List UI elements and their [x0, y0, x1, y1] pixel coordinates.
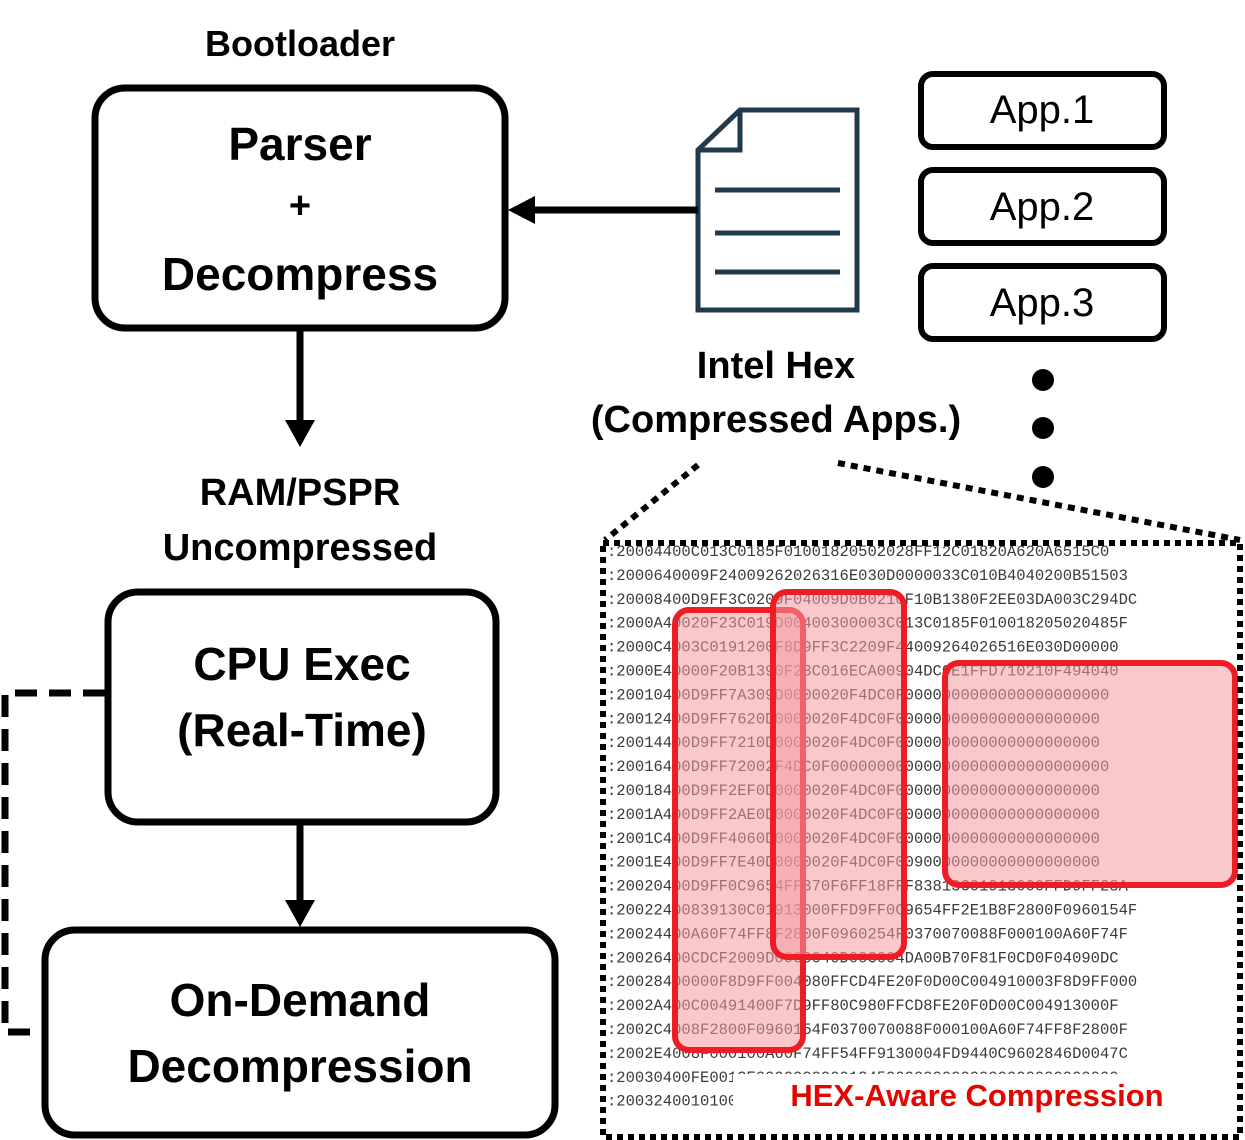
- arrow-to-on-demand-head: [285, 900, 315, 927]
- bootloader-title: Bootloader: [205, 23, 395, 64]
- decompress-label: Decompress: [162, 248, 438, 300]
- real-time-label: (Real-Time): [177, 704, 427, 756]
- cpu-exec-label: CPU Exec: [193, 638, 410, 690]
- ellipsis-dot: [1032, 417, 1054, 439]
- intel-hex-label: Intel Hex: [697, 345, 855, 387]
- app-label-2: App.2: [990, 185, 1095, 229]
- arrow-to-ram-head: [285, 420, 315, 447]
- parser-label: Parser: [228, 118, 371, 170]
- hex-record-line: :20004400C013C0185F01001820502028FF12C01…: [607, 543, 1109, 561]
- hex-dump-panel: :20004400C013C0185F01001820502028FF12C01…: [603, 543, 1240, 1137]
- document-icon: [695, 107, 860, 313]
- ellipsis-dot: [1032, 369, 1054, 391]
- hex-record-line: :2000640009F24009262026316E030D0000033C0…: [607, 567, 1128, 585]
- ram-label: RAM/PSPR: [200, 472, 401, 514]
- zoom-leader-right: [837, 460, 1241, 543]
- parser-decompress-box: [91, 84, 509, 332]
- hex-aware-compression-caption: HEX-Aware Compression: [790, 1078, 1163, 1113]
- app-label-3: App.3: [990, 281, 1095, 325]
- arrow-to-parser-head: [508, 196, 535, 224]
- caption-background: [733, 1074, 1223, 1120]
- highlight-zero-padding: [942, 660, 1238, 888]
- app-label-1: App.1: [990, 88, 1095, 132]
- plus-label: +: [289, 185, 311, 227]
- app-box-1: [918, 71, 1167, 150]
- highlight-record-column: [770, 589, 907, 960]
- ellipsis-dot: [1032, 466, 1054, 488]
- decompression-label: Decompression: [127, 1040, 472, 1092]
- dashed-feedback-loop: [1, 689, 105, 1036]
- uncompressed-label: Uncompressed: [163, 527, 438, 569]
- app-box-2: [918, 167, 1167, 246]
- app-box-3: [918, 263, 1167, 342]
- on-demand-label: On-Demand: [170, 974, 431, 1026]
- zoom-leader-left: [603, 462, 700, 543]
- on-demand-box: [41, 926, 559, 1139]
- compressed-apps-label: (Compressed Apps.): [591, 399, 961, 441]
